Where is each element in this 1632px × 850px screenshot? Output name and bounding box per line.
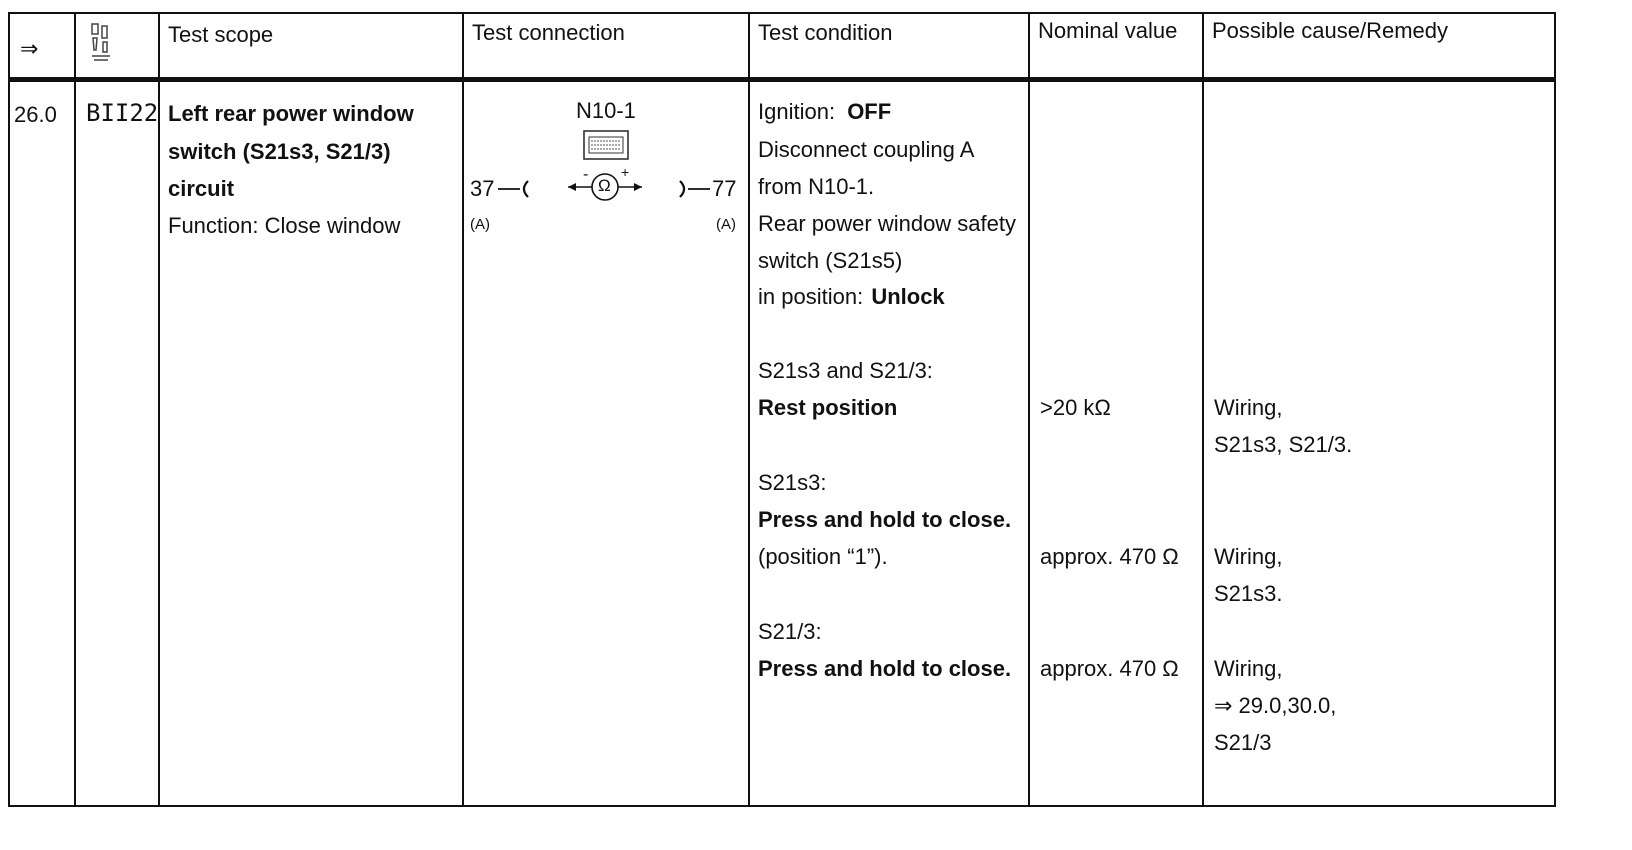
condition-s3-state: Press and hold to close. xyxy=(758,656,1012,681)
position-label: in position: xyxy=(758,284,864,309)
ohmmeter-icon: Ω - + xyxy=(566,165,644,209)
header-nominal-value: Nominal value xyxy=(1038,18,1178,43)
condition-line-2: from N10-1. xyxy=(758,174,875,199)
right-coupling: (A) xyxy=(716,216,736,233)
table-top-border xyxy=(8,12,1556,14)
step-number: 26.0 xyxy=(14,102,57,127)
condition-s2-label: S21s3: xyxy=(758,470,827,495)
header-test-scope: Test scope xyxy=(168,22,274,47)
condition-s2-note: (position “1”). xyxy=(758,544,888,569)
condition-s1-state: Rest position xyxy=(758,395,898,420)
condition-s1-label: S21s3 and S21/3: xyxy=(758,358,933,383)
control-unit-icon xyxy=(583,130,629,165)
col-border-6 xyxy=(1202,12,1204,807)
connection-unit: N10-1 xyxy=(576,98,636,123)
col-border-3 xyxy=(462,12,464,807)
fault-code: BII22 xyxy=(86,99,159,127)
scope-function: Function: Close window xyxy=(168,213,401,238)
left-coupling: (A) xyxy=(470,216,490,233)
header-possible-cause: Possible cause/Remedy xyxy=(1212,18,1449,43)
condition-position: in position: Unlock xyxy=(758,278,945,316)
condition-line-4: switch (S21s5) xyxy=(758,248,903,273)
header-test-condition: Test condition xyxy=(758,20,893,45)
ignition-value: OFF xyxy=(847,99,892,124)
remedy-2-line-2: S21s3. xyxy=(1214,581,1283,606)
remedy-1-line-1: Wiring, xyxy=(1214,395,1283,420)
remedy-3-line-2: ⇒ 29.0,30.0, xyxy=(1214,693,1337,718)
scope-line-1: Left rear power window xyxy=(168,101,414,126)
condition-s2-state: Press and hold to close. xyxy=(758,507,1012,532)
ohm-symbol: Ω xyxy=(598,176,611,195)
scope-line-2: switch (S21s3, S21/3) xyxy=(168,139,391,164)
left-probe-icon xyxy=(498,178,532,205)
minus-sign: - xyxy=(583,166,589,183)
condition-line-3: Rear power window safety xyxy=(758,211,1017,236)
tool-icon xyxy=(88,22,118,64)
condition-ignition: Ignition: OFF xyxy=(758,93,891,131)
col-border-5 xyxy=(1028,12,1030,807)
condition-s3-label: S21/3: xyxy=(758,619,822,644)
nominal-value-1: >20 kΩ xyxy=(1040,395,1111,420)
col-border-4 xyxy=(748,12,750,807)
col-border-1 xyxy=(74,12,76,807)
remedy-1-line-2: S21s3, S21/3. xyxy=(1214,432,1353,457)
remedy-3-line-3: S21/3 xyxy=(1214,730,1272,755)
remedy-2-line-1: Wiring, xyxy=(1214,544,1283,569)
header-test-connection: Test connection xyxy=(472,20,625,45)
connection-left-pin: 37 xyxy=(470,176,495,201)
connection-right-pin: 77 xyxy=(712,176,737,201)
position-value: Unlock xyxy=(871,284,945,309)
col-border-2 xyxy=(158,12,160,807)
remedy-3-line-1: Wiring, xyxy=(1214,656,1283,681)
scope-line-3: circuit xyxy=(168,176,235,201)
right-probe-icon xyxy=(676,178,710,205)
condition-line-1: Disconnect coupling A xyxy=(758,137,975,162)
header-divider xyxy=(8,77,1556,82)
nominal-value-3: approx. 470 Ω xyxy=(1040,656,1179,681)
col-border-left xyxy=(8,12,10,807)
nominal-value-2: approx. 470 Ω xyxy=(1040,544,1179,569)
ignition-label: Ignition: xyxy=(758,99,836,124)
table-bottom-border xyxy=(8,805,1556,807)
header-arrow: ⇒ xyxy=(20,36,39,61)
col-border-right xyxy=(1554,12,1556,807)
plus-sign: + xyxy=(621,164,630,180)
